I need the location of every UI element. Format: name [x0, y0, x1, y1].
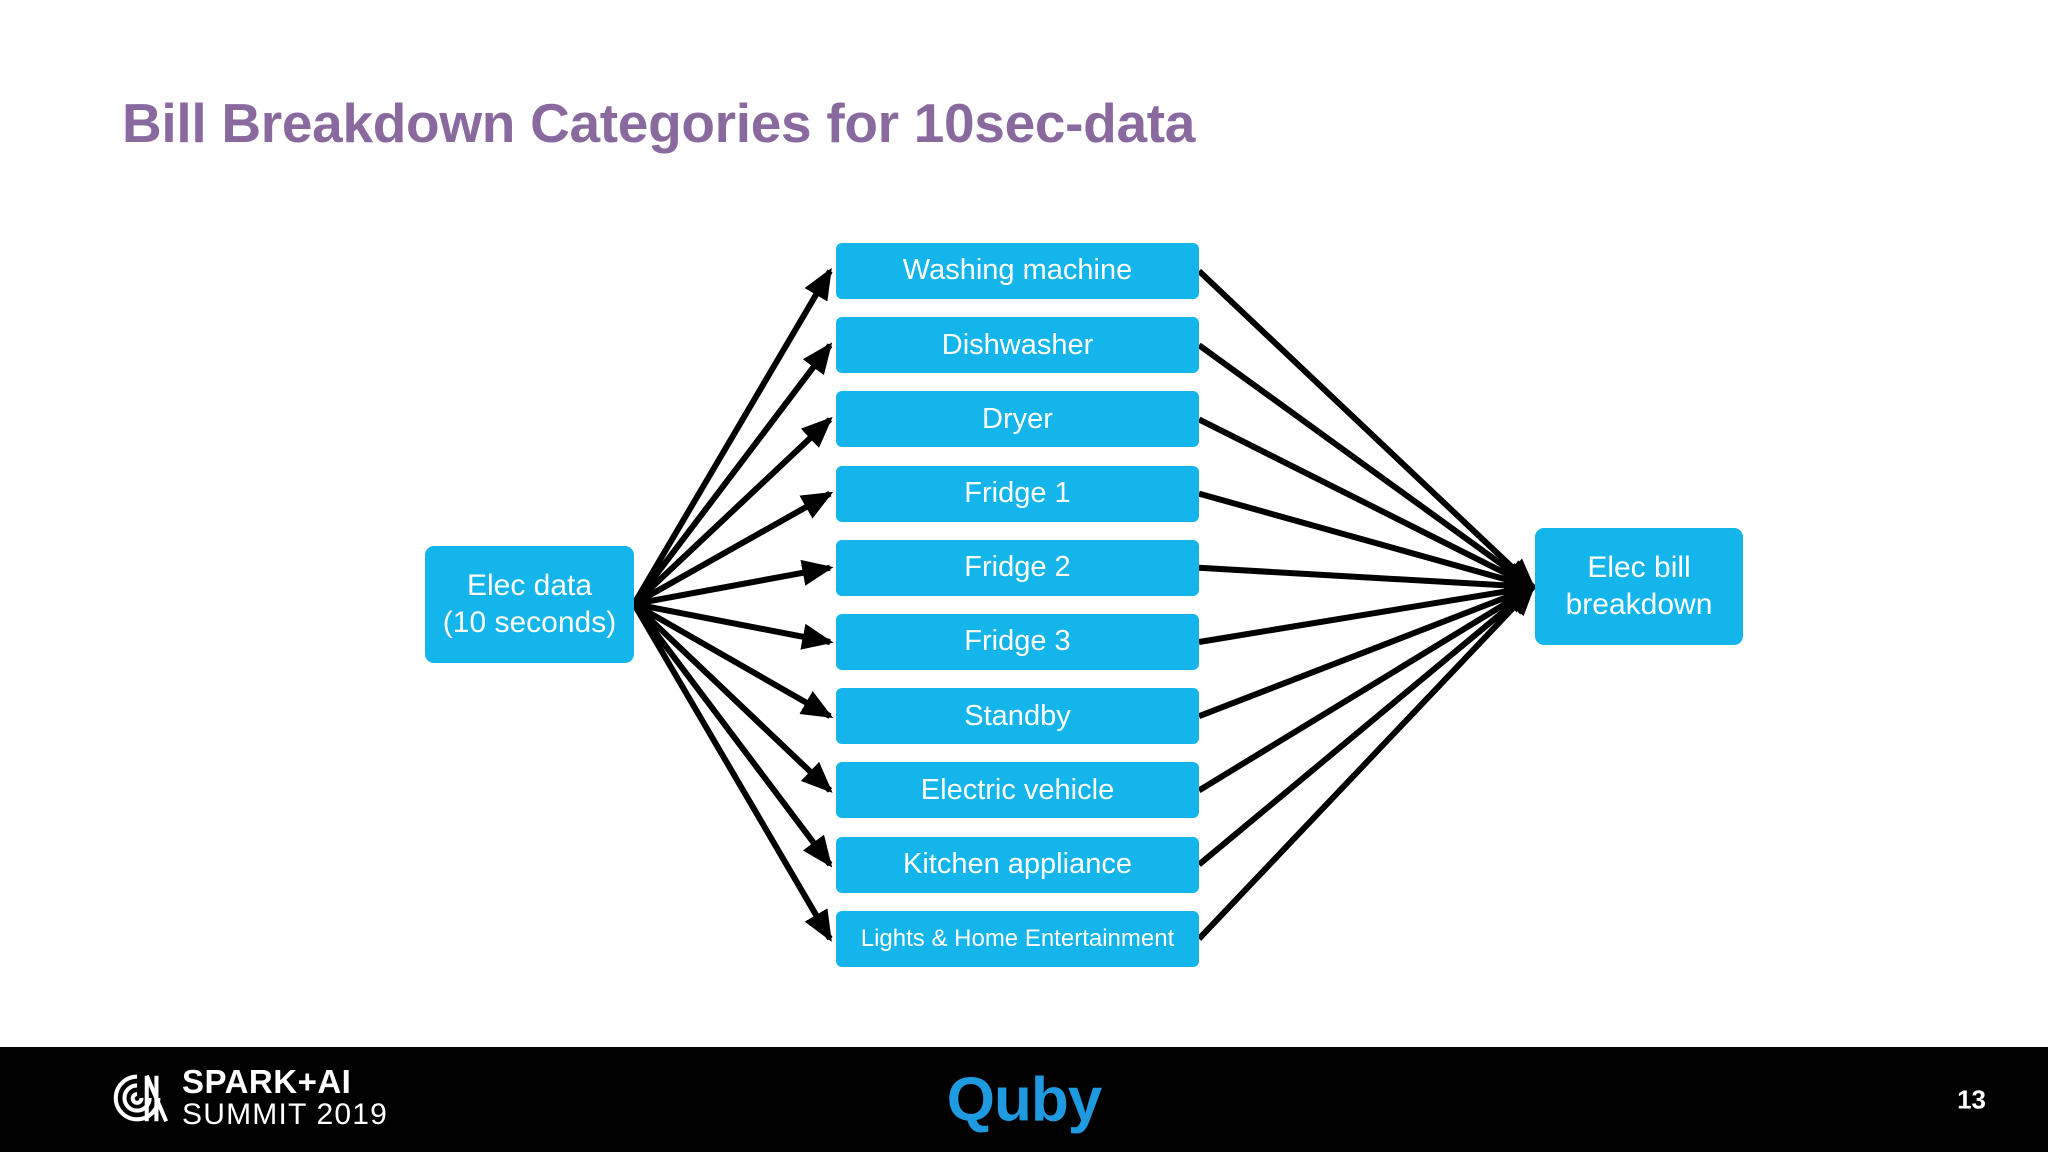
spark-logo-line1: SPARK+AI	[182, 1063, 352, 1100]
connector-arrow	[631, 342, 833, 606]
category-node-label: Dishwasher	[941, 328, 1094, 361]
connector-arrow	[631, 602, 833, 942]
spark-logo-line2: SUMMIT 2019	[182, 1097, 389, 1131]
connector-arrow	[1197, 584, 1537, 793]
node-elec-data-line1: Elec data	[466, 568, 593, 602]
connector-arrow	[632, 490, 834, 607]
connector-arrow	[1198, 578, 1537, 645]
category-node[interactable]: Lights & Home Entertainment	[836, 910, 1199, 967]
connector-arrow	[1198, 490, 1537, 593]
category-node[interactable]: Fridge 2	[836, 539, 1199, 596]
spark-spiral-icon	[113, 1074, 168, 1122]
connector-arrow	[1197, 416, 1537, 590]
category-node[interactable]: Dishwasher	[836, 317, 1199, 374]
connector-arrow	[1197, 342, 1536, 590]
category-node-label: Electric vehicle	[920, 773, 1115, 806]
page-title: Bill Breakdown Categories for 10sec-data	[122, 92, 1196, 154]
node-elec-bill-line2: breakdown	[1565, 587, 1713, 621]
connector-arrow	[633, 601, 834, 650]
spark-ai-summit-logo: SPARK+AI SUMMIT 2019	[108, 1065, 388, 1130]
category-to-target-arrows	[1196, 268, 1537, 941]
spark-wordmark: SPARK+AI SUMMIT 2019	[182, 1065, 388, 1130]
quby-logo: Quby	[946, 1065, 1102, 1134]
category-node-label: Kitchen appliance	[903, 847, 1132, 880]
category-node[interactable]: Fridge 1	[836, 465, 1199, 522]
connector-arrow	[1197, 584, 1537, 719]
page-number: 13	[1957, 1084, 1986, 1114]
category-node-label: Dryer	[982, 402, 1053, 435]
connector-arrow	[633, 559, 834, 607]
node-elec-bill-breakdown[interactable]: Elec bill breakdown	[1535, 528, 1743, 645]
connector-arrow	[1196, 584, 1536, 941]
connector-arrow	[631, 416, 833, 607]
connector-arrow	[631, 601, 833, 793]
connector-arrow	[1198, 564, 1537, 599]
node-elec-bill-line1: Elec bill	[1587, 550, 1691, 584]
category-node-label: Washing machine	[902, 254, 1133, 287]
category-node[interactable]: Kitchen appliance	[836, 836, 1199, 893]
connector-arrow	[631, 267, 833, 606]
category-node-label: Fridge 2	[964, 551, 1071, 584]
category-node[interactable]: Dryer	[836, 391, 1199, 448]
category-node[interactable]: Electric vehicle	[836, 762, 1199, 819]
category-node[interactable]: Standby	[836, 688, 1199, 745]
footer-bar: SPARK+AI SUMMIT 2019 Quby 13	[0, 1047, 2048, 1152]
node-elec-data-line2: (10 seconds)	[442, 605, 617, 639]
category-node-label: Fridge 3	[964, 625, 1071, 658]
category-node[interactable]: Fridge 3	[836, 614, 1199, 670]
connector-arrow	[632, 601, 834, 719]
category-node[interactable]: Washing machine	[836, 243, 1199, 299]
connector-arrow	[1196, 268, 1536, 590]
category-node-label: Fridge 1	[964, 476, 1071, 509]
source-to-category-arrows	[631, 267, 834, 942]
node-elec-data[interactable]: Elec data (10 seconds)	[425, 546, 634, 663]
connector-arrow	[1197, 584, 1536, 867]
connector-arrow	[631, 602, 833, 868]
category-node-label: Lights & Home Entertainment	[860, 925, 1175, 953]
category-node-label: Standby	[964, 699, 1071, 732]
